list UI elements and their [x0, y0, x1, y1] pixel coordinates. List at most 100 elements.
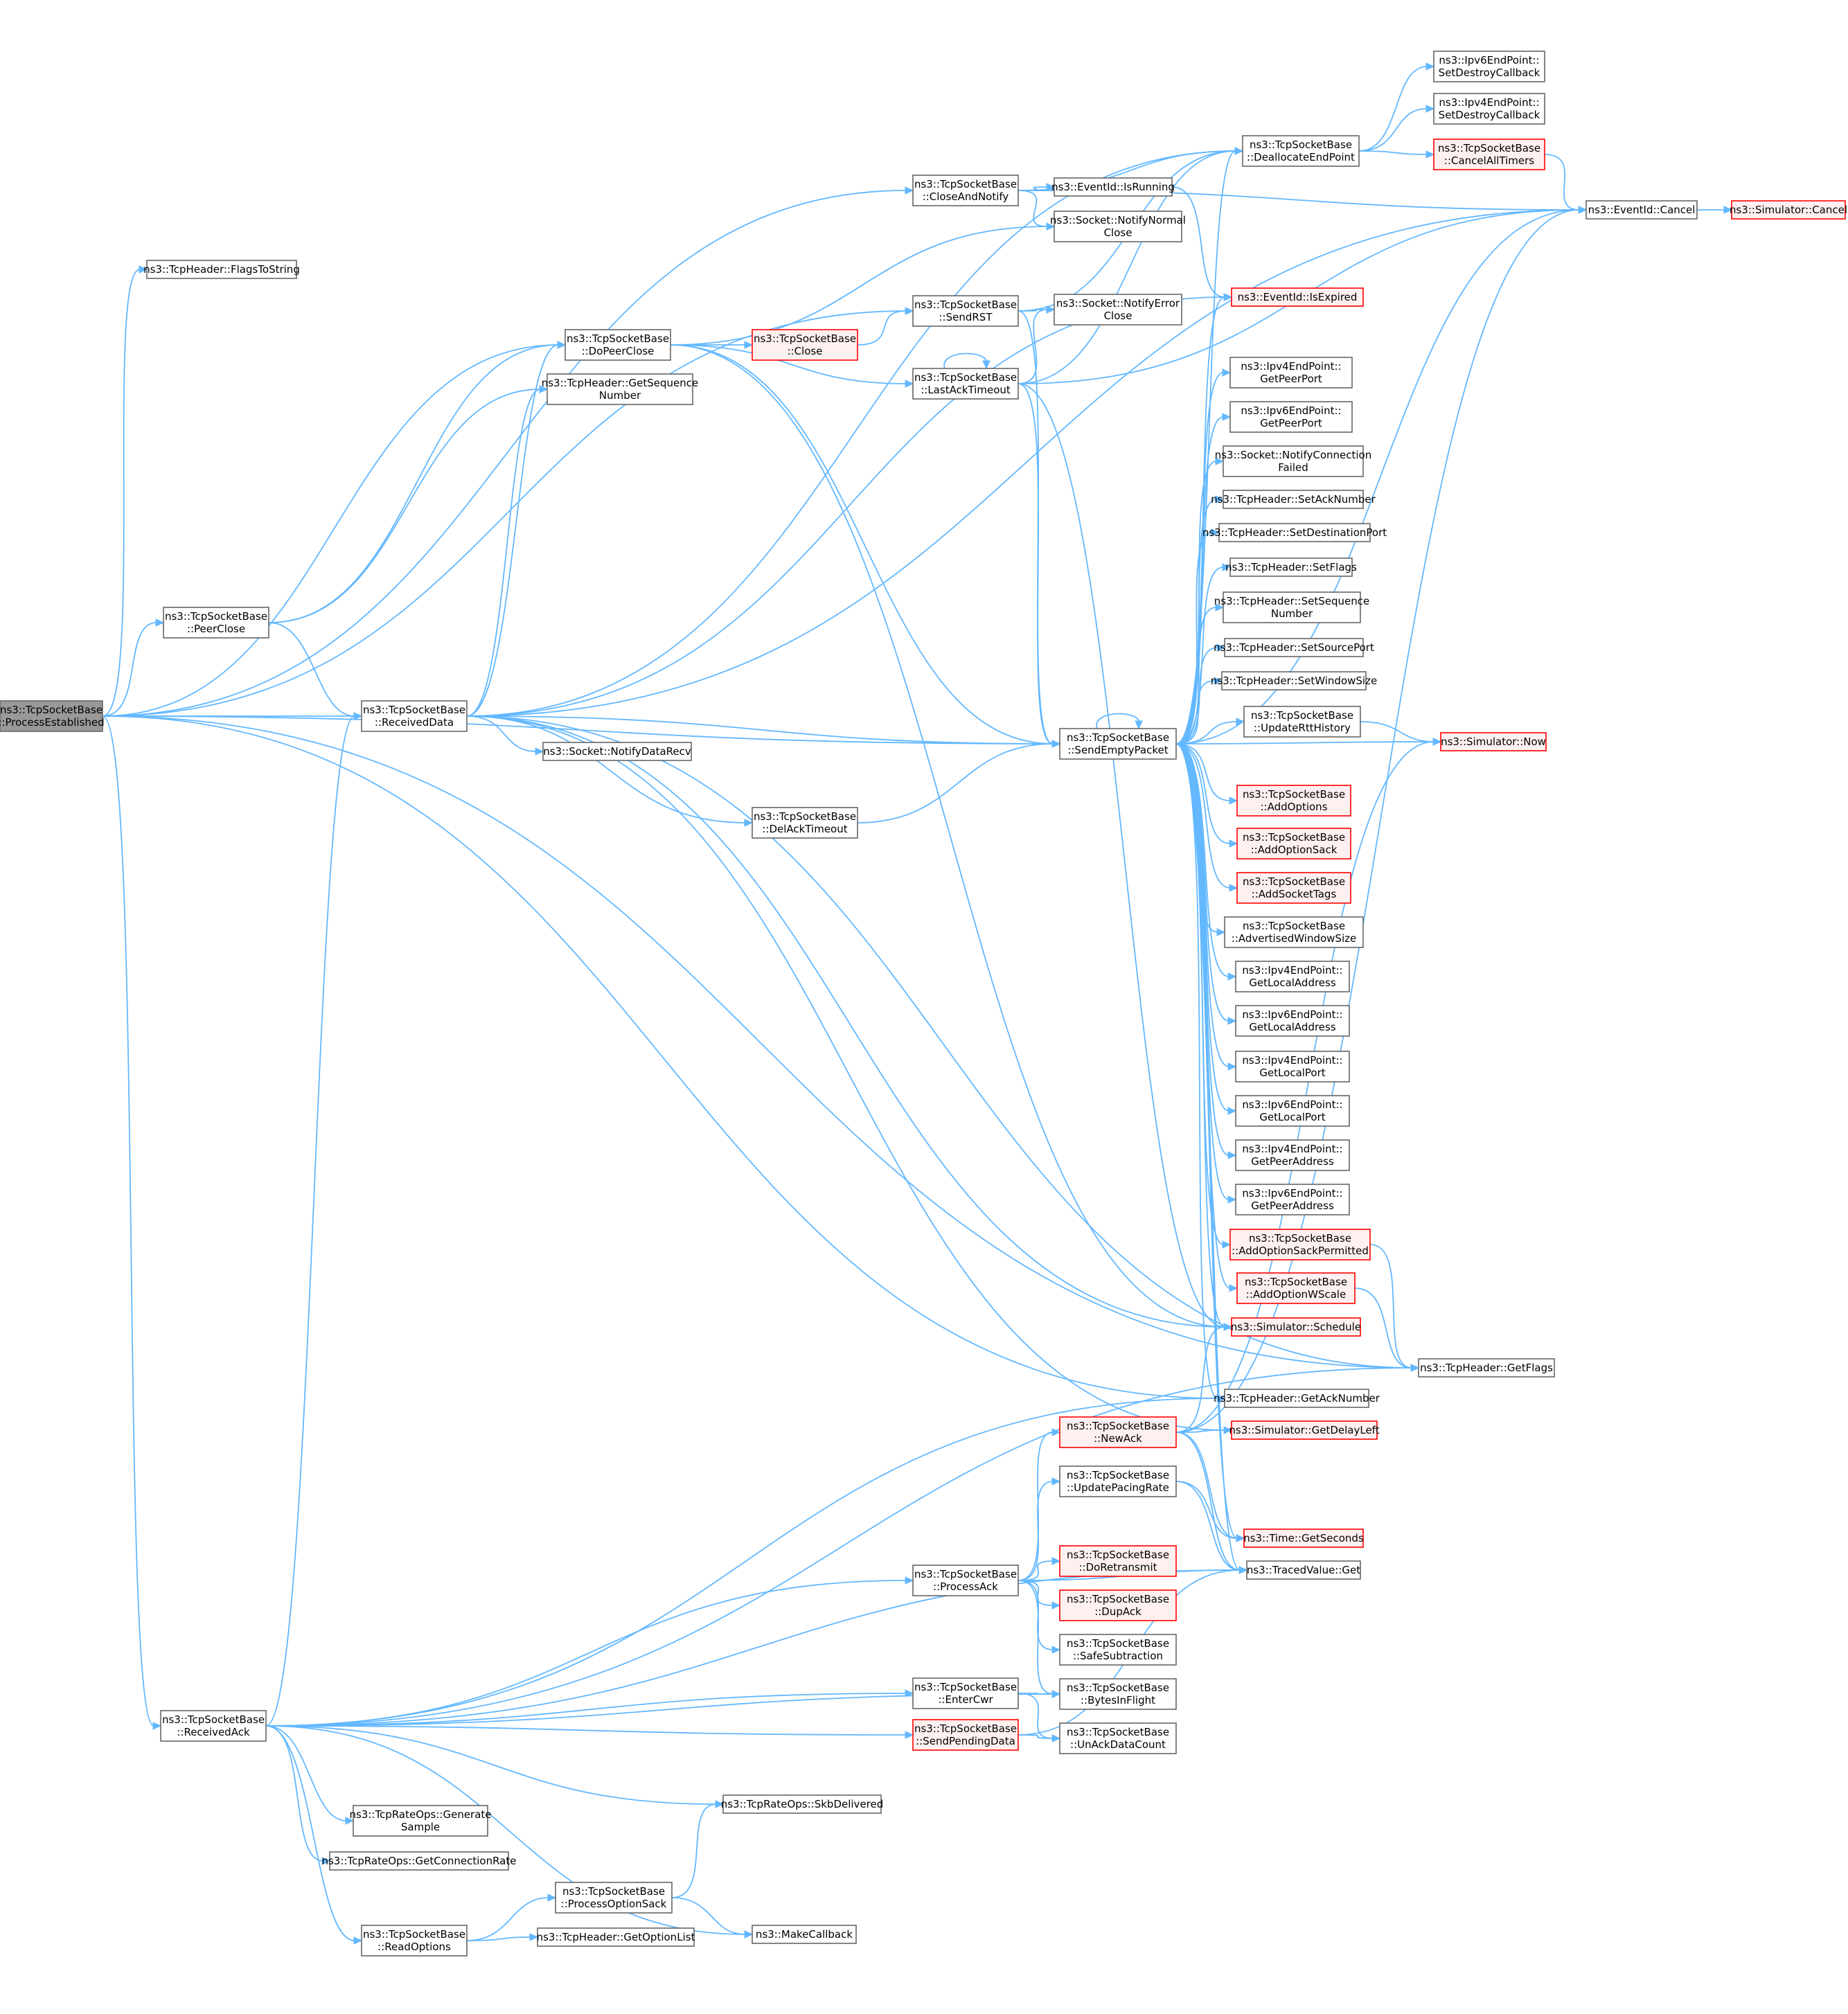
node-eventid-cancel[interactable]: ns3::EventId::Cancel: [1585, 200, 1698, 220]
edge-arrowhead: [905, 1731, 914, 1739]
node-box: [1059, 1589, 1177, 1621]
node-tcpheader-setsourceport[interactable]: ns3::TcpHeader::SetSourcePort: [1214, 638, 1374, 657]
node-tcpsocketbase-processack[interactable]: ns3::TcpSocketBase::ProcessAck: [912, 1565, 1019, 1596]
node-eventid-isrunning[interactable]: ns3::EventId::IsRunning: [1051, 177, 1175, 197]
node-tcpsocketbase-updatertthistory[interactable]: ns3::TcpSocketBase::UpdateRttHistory: [1243, 706, 1361, 738]
node-box: [1223, 445, 1364, 477]
node-tcpsocketbase-lastacktimeout[interactable]: ns3::TcpSocketBase::LastAckTimeout: [912, 368, 1019, 400]
node-tcpsocketbase-newack[interactable]: ns3::TcpSocketBase::NewAck: [1059, 1416, 1177, 1448]
node-tcpsocketbase-dupack[interactable]: ns3::TcpSocketBase::DupAck: [1059, 1589, 1177, 1621]
node-tcpheader-setdestinationport[interactable]: ns3::TcpHeader::SetDestinationPort: [1202, 523, 1387, 542]
node-tcpsocketbase-updatepacingrate[interactable]: ns3::TcpSocketBase::UpdatePacingRate: [1059, 1465, 1177, 1497]
node-tcpsocketbase-unackdatacount[interactable]: ns3::TcpSocketBase::UnAckDataCount: [1059, 1722, 1177, 1754]
node-ipv6endpoint-getpeeraddress[interactable]: ns3::Ipv6EndPoint::GetPeerAddress: [1235, 1184, 1350, 1215]
node-ipv4endpoint-getpeerport[interactable]: ns3::Ipv4EndPoint::GetPeerPort: [1229, 357, 1353, 389]
node-tcpsocketbase-sendemptypacket[interactable]: ns3::TcpSocketBase::SendEmptyPacket: [1059, 728, 1177, 760]
node-tracedvalue-get[interactable]: ns3::TracedValue::Get: [1246, 1560, 1361, 1580]
node-label-line: ns3::TcpSocketBase: [1243, 920, 1345, 932]
node-tcpheader-getflags[interactable]: ns3::TcpHeader::GetFlags: [1418, 1358, 1555, 1378]
node-tcpsocketbase-doretransmit[interactable]: ns3::TcpSocketBase::DoRetransmit: [1059, 1545, 1177, 1577]
node-simulator-schedule[interactable]: ns3::Simulator::Schedule: [1231, 1317, 1361, 1337]
call-edge-rd-gsn: [466, 385, 549, 717]
edge-line: [265, 1693, 907, 1727]
call-edge-ra-gan: [265, 1394, 1226, 1727]
node-tcpsocketbase-bytesinflight[interactable]: ns3::TcpSocketBase::BytesInFlight: [1059, 1678, 1177, 1710]
node-label-line: ns3::Ipv6EndPoint::: [1439, 54, 1539, 66]
node-tcpsocketbase-processestablished[interactable]: ns3::TcpSocketBase::ProcessEstablished: [0, 700, 105, 732]
node-tcpsocketbase-addoptionsackpermitted[interactable]: ns3::TcpSocketBase::AddOptionSackPermitt…: [1229, 1229, 1371, 1260]
call-edge-sep-sf: [1175, 563, 1232, 745]
node-ipv6endpoint-getlocaladdress[interactable]: ns3::Ipv6EndPoint::GetLocalAddress: [1235, 1005, 1350, 1037]
node-simulator-cancel[interactable]: ns3::Simulator::Cancel: [1730, 200, 1847, 220]
node-tcpheader-flagstostring[interactable]: ns3::TcpHeader::FlagsToString: [143, 260, 300, 279]
node-label-line: ns3::TcpSocketBase: [1251, 709, 1353, 722]
node-tcpsocketbase-peerclose[interactable]: ns3::TcpSocketBase::PeerClose: [163, 607, 269, 639]
node-time-getseconds[interactable]: ns3::Time::GetSeconds: [1243, 1529, 1364, 1548]
node-tcpsocketbase-advertisedwindowsize[interactable]: ns3::TcpSocketBase::AdvertisedWindowSize: [1224, 916, 1364, 948]
node-label-line: ::CancelAllTimers: [1444, 154, 1534, 167]
node-tcpsocketbase-addoptionwscale[interactable]: ns3::TcpSocketBase::AddOptionWScale: [1236, 1272, 1356, 1304]
edge-line: [1018, 1580, 1054, 1606]
node-tcpsocketbase-dopeerclose[interactable]: ns3::TcpSocketBase::DoPeerClose: [565, 329, 671, 361]
node-tcpsocketbase-receiveddata[interactable]: ns3::TcpSocketBase::ReceivedData: [361, 700, 468, 732]
node-tcpsocketbase-processoptionsack[interactable]: ns3::TcpSocketBase::ProcessOptionSack: [555, 1882, 673, 1914]
node-box: [1236, 872, 1351, 904]
edge-arrowhead: [1215, 457, 1225, 465]
node-label-line: ns3::Ipv4EndPoint::: [1439, 96, 1539, 109]
node-tcpsocketbase-entercwr[interactable]: ns3::TcpSocketBase::EnterCwr: [912, 1677, 1019, 1709]
node-ipv4endpoint-getpeeraddress[interactable]: ns3::Ipv4EndPoint::GetPeerAddress: [1235, 1139, 1350, 1171]
node-tcpsocketbase-sendpendingdata[interactable]: ns3::TcpSocketBase::SendPendingData: [912, 1719, 1019, 1751]
node-tcprateops-getconnectionrate[interactable]: ns3::TcpRateOps::GetConnectionRate: [321, 1851, 517, 1871]
call-edge-sep-ssn: [1175, 603, 1225, 745]
call-edge-spd-uadc: [1018, 1734, 1061, 1743]
node-tcpsocketbase-addoptionsack[interactable]: ns3::TcpSocketBase::AddOptionSack: [1236, 828, 1351, 859]
node-tcpsocketbase-delacktimeout[interactable]: ns3::TcpSocketBase::DelAckTimeout: [752, 807, 858, 839]
node-tcpheader-setflags[interactable]: ns3::TcpHeader::SetFlags: [1225, 558, 1357, 577]
node-socket-notifydatarecv[interactable]: ns3::Socket::NotifyDataRecv: [542, 742, 692, 761]
edge-arrowhead: [529, 1933, 539, 1941]
node-tcpheader-getoptionlist[interactable]: ns3::TcpHeader::GetOptionList: [537, 1927, 695, 1947]
node-tcpsocketbase-cancelalltimers[interactable]: ns3::TcpSocketBase::CancelAllTimers: [1433, 139, 1545, 170]
edge-line: [1175, 743, 1229, 1200]
node-tcpsocketbase-receivedack[interactable]: ns3::TcpSocketBase::ReceivedAck: [160, 1710, 267, 1742]
call-edge-ra-sbd: [265, 1725, 725, 1808]
call-edge-pe-fts: [102, 265, 148, 717]
node-tcpsocketbase-addsockettags[interactable]: ns3::TcpSocketBase::AddSocketTags: [1236, 872, 1351, 904]
node-tcpsocketbase-addoptions[interactable]: ns3::TcpSocketBase::AddOptions: [1236, 785, 1351, 817]
call-edge-eir-eie: [1171, 186, 1233, 301]
node-tcpsocketbase-readoptions[interactable]: ns3::TcpSocketBase::ReadOptions: [361, 1925, 468, 1957]
node-tcpheader-setacknumber[interactable]: ns3::TcpHeader::SetAckNumber: [1211, 490, 1376, 509]
node-label-line: Number: [599, 389, 641, 402]
node-label-line: ns3::TcpSocketBase: [914, 1568, 1017, 1580]
node-ipv6endpoint-getpeerport[interactable]: ns3::Ipv6EndPoint::GetPeerPort: [1229, 401, 1353, 433]
node-tcpsocketbase-close[interactable]: ns3::TcpSocketBase::Close: [752, 329, 858, 361]
node-tcpsocketbase-closeandnotify[interactable]: ns3::TcpSocketBase::CloseAndNotify: [912, 175, 1019, 206]
node-ipv4endpoint-getlocaladdress[interactable]: ns3::Ipv4EndPoint::GetLocalAddress: [1235, 961, 1350, 992]
node-simulator-getdelayleft[interactable]: ns3::Simulator::GetDelayLeft: [1229, 1420, 1380, 1440]
node-box: [1731, 200, 1846, 220]
edge-arrowhead: [1229, 796, 1238, 805]
node-tcpheader-setwindowsize[interactable]: ns3::TcpHeader::SetWindowSize: [1211, 671, 1377, 690]
node-makecallback[interactable]: ns3::MakeCallback: [752, 1925, 857, 1944]
edge-line: [1360, 721, 1434, 742]
node-eventid-isexpired[interactable]: ns3::EventId::IsExpired: [1231, 287, 1364, 307]
node-ipv4endpoint-setdestroycallback[interactable]: ns3::Ipv4EndPoint::SetDestroyCallback: [1433, 93, 1545, 125]
node-tcpsocketbase-safesubtraction[interactable]: ns3::TcpSocketBase::SafeSubtraction: [1059, 1634, 1177, 1666]
node-ipv6endpoint-setdestroycallback[interactable]: ns3::Ipv6EndPoint::SetDestroyCallback: [1433, 51, 1545, 82]
node-simulator-now[interactable]: ns3::Simulator::Now: [1440, 732, 1547, 751]
node-tcpsocketbase-sendrst[interactable]: ns3::TcpSocketBase::SendRST: [912, 295, 1019, 327]
node-tcpheader-getacknumber[interactable]: ns3::TcpHeader::GetAckNumber: [1214, 1389, 1380, 1408]
node-label-line: ns3::Ipv4EndPoint::: [1242, 964, 1342, 977]
node-tcpsocketbase-deallocateendpoint[interactable]: ns3::TcpSocketBase::DeallocateEndPoint: [1242, 135, 1360, 167]
edge-line: [1175, 721, 1238, 745]
node-tcprateops-skbdelivered[interactable]: ns3::TcpRateOps::SkbDelivered: [721, 1794, 884, 1814]
node-ipv6endpoint-getlocalport[interactable]: ns3::Ipv6EndPoint::GetLocalPort: [1235, 1095, 1350, 1127]
node-ipv4endpoint-getlocalport[interactable]: ns3::Ipv4EndPoint::GetLocalPort: [1235, 1051, 1350, 1082]
call-edge-sep-aos: [1175, 743, 1238, 848]
